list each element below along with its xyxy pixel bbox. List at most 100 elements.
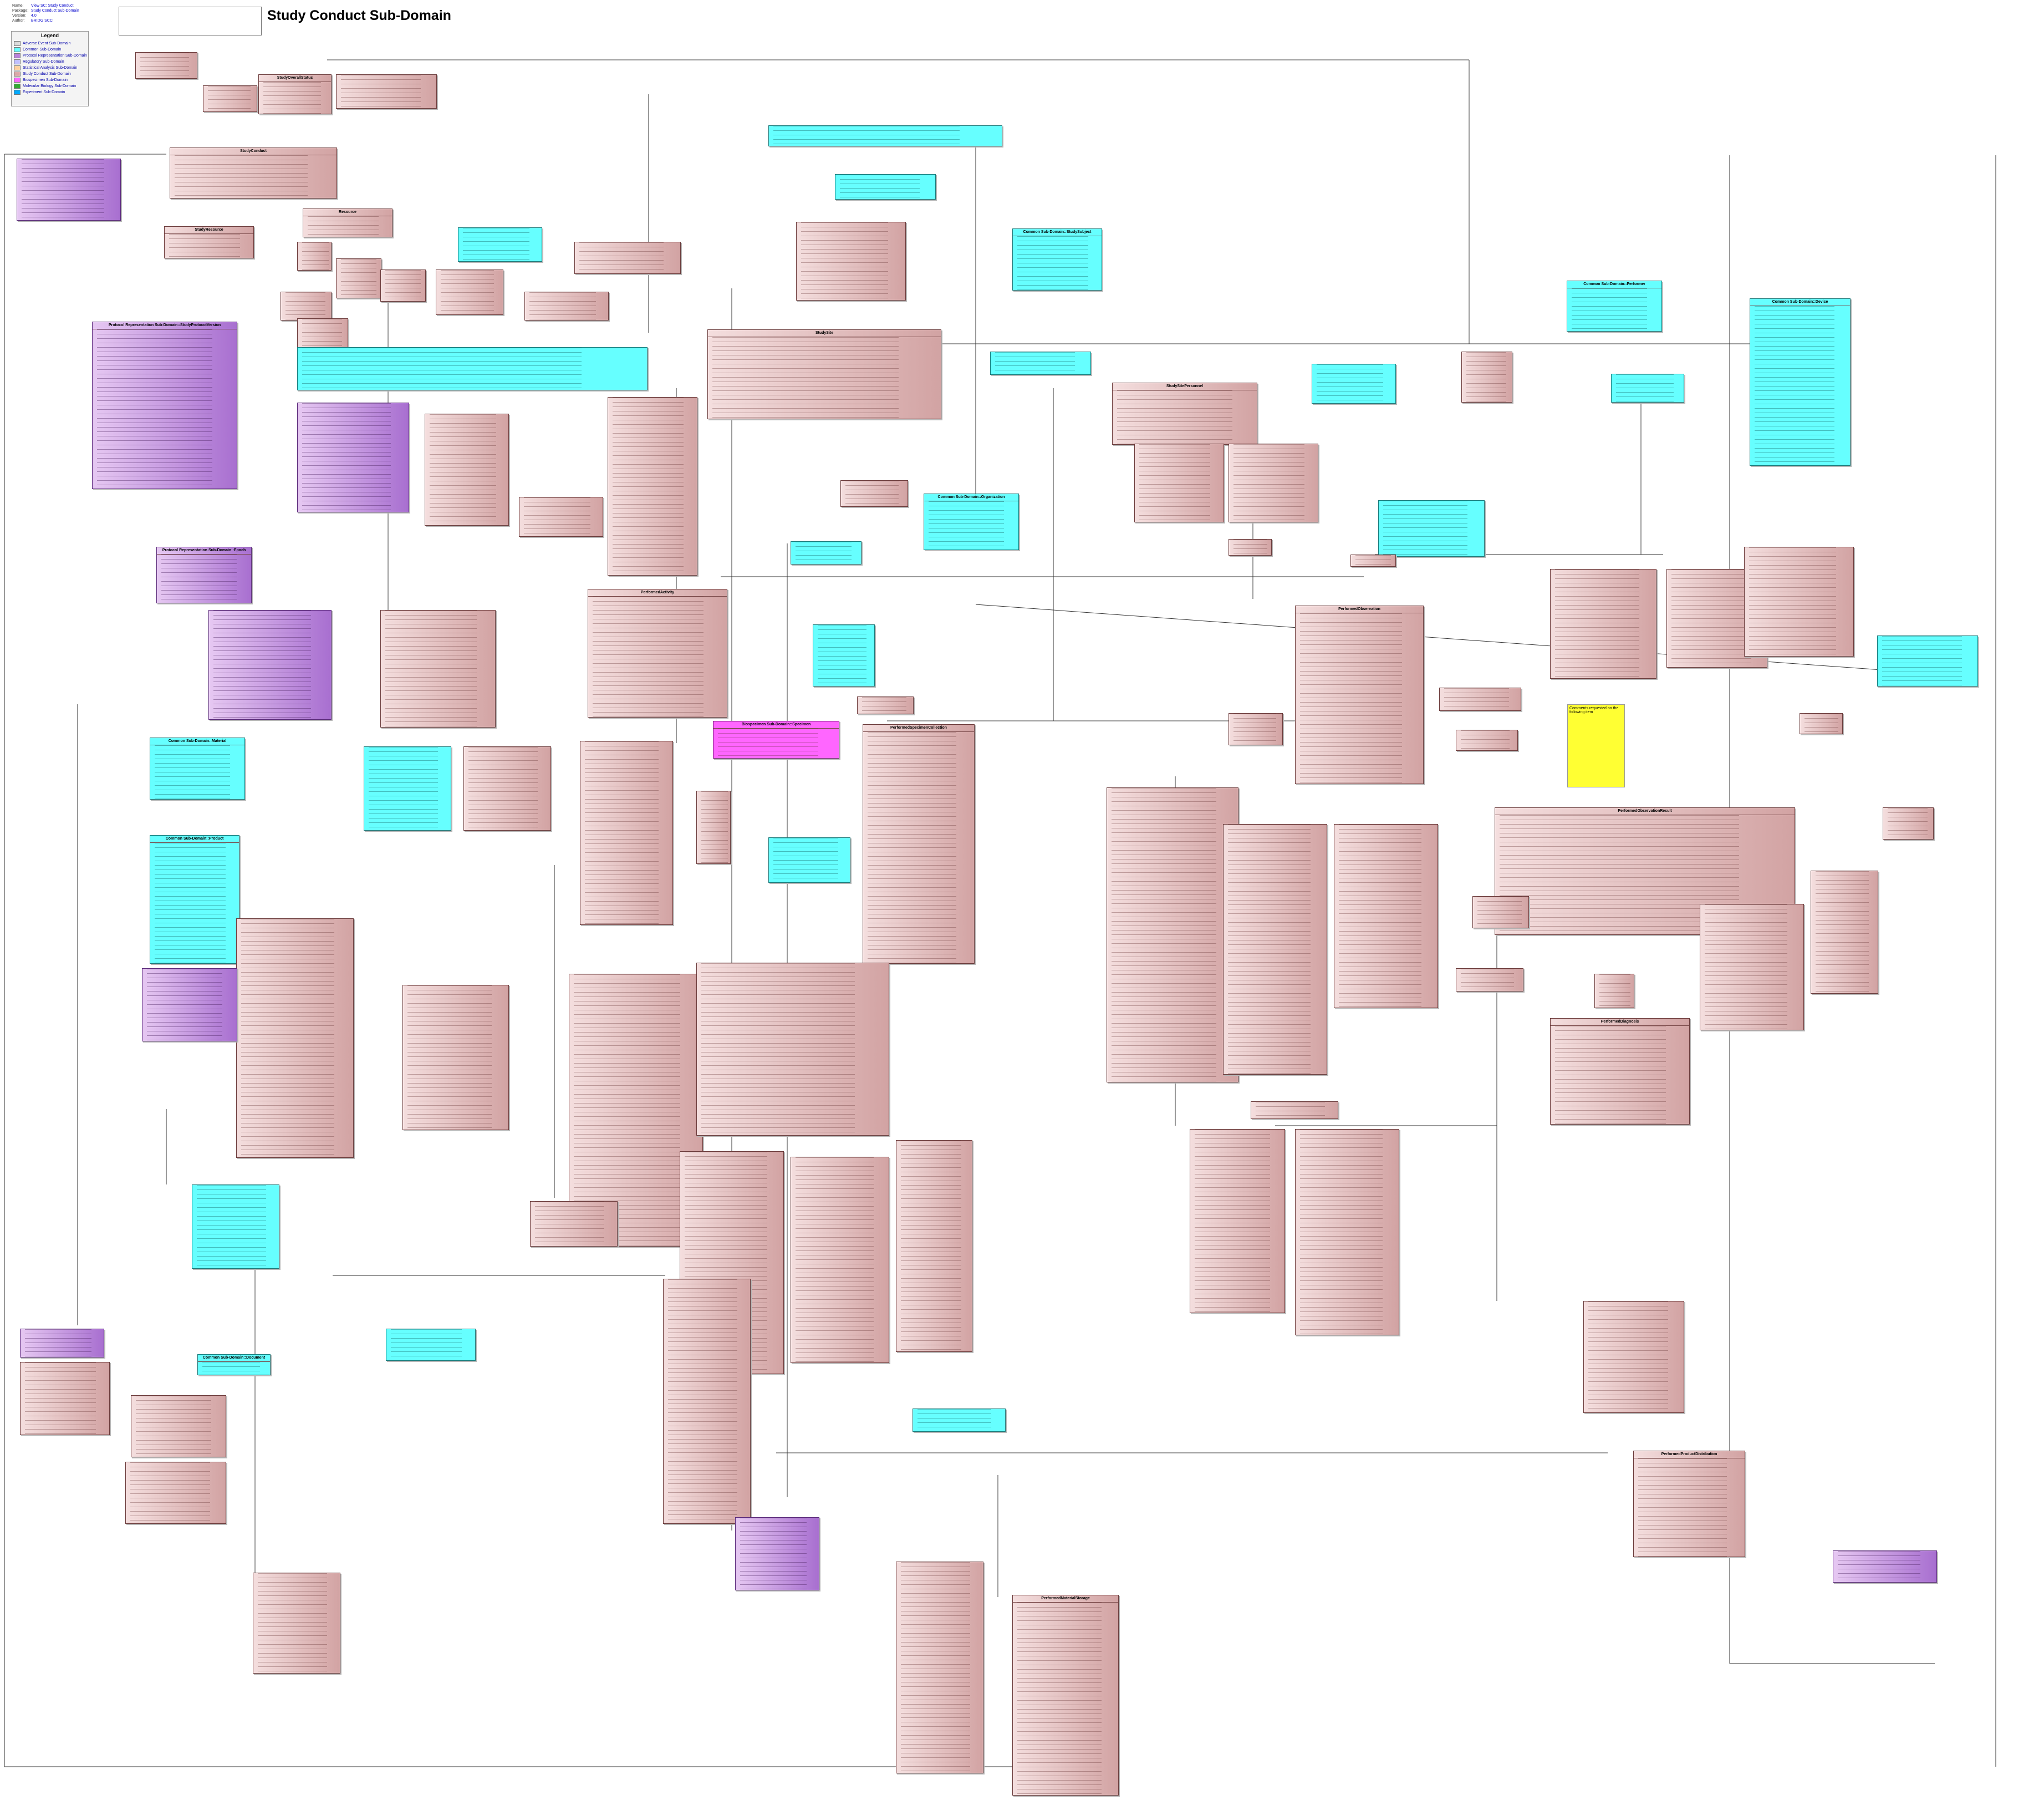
- class-box[interactable]: [253, 1573, 340, 1674]
- class-study-site-personnel[interactable]: StudySitePersonnel: [1112, 383, 1257, 445]
- class-box[interactable]: [192, 1184, 279, 1269]
- class-box[interactable]: [1350, 555, 1396, 567]
- class-box[interactable]: [1229, 539, 1272, 556]
- class-box[interactable]: [840, 480, 908, 507]
- class-box[interactable]: [696, 963, 889, 1136]
- class-study-protocol-version[interactable]: Protocol Representation Sub-Domain::Stud…: [92, 322, 237, 489]
- class-box[interactable]: [1107, 787, 1238, 1082]
- class-box[interactable]: [1229, 713, 1283, 745]
- class-box[interactable]: [735, 1517, 819, 1590]
- class-box[interactable]: [813, 624, 875, 687]
- class-box[interactable]: [17, 159, 121, 221]
- class-box[interactable]: [1134, 444, 1224, 522]
- class-box[interactable]: [208, 610, 332, 720]
- class-box[interactable]: [1378, 500, 1485, 557]
- class-box[interactable]: [364, 746, 451, 831]
- class-box[interactable]: [574, 242, 681, 274]
- class-box[interactable]: [1594, 974, 1634, 1008]
- class-study-overall-status[interactable]: StudyOverallStatus: [258, 74, 332, 114]
- class-box[interactable]: [1833, 1550, 1937, 1583]
- class-box[interactable]: [380, 270, 426, 302]
- class-box[interactable]: [20, 1362, 110, 1435]
- class-box[interactable]: [236, 918, 354, 1158]
- class-box[interactable]: [835, 174, 936, 200]
- class-box[interactable]: [1877, 635, 1978, 687]
- class-box[interactable]: [131, 1395, 226, 1457]
- class-box[interactable]: [1456, 730, 1518, 751]
- class-box[interactable]: [519, 497, 603, 537]
- class-box[interactable]: [402, 985, 509, 1130]
- class-box[interactable]: [1223, 824, 1327, 1075]
- class-box[interactable]: [791, 1157, 889, 1363]
- class-box[interactable]: [524, 292, 609, 321]
- class-box[interactable]: [768, 125, 1002, 146]
- class-box[interactable]: [990, 352, 1091, 375]
- class-study-site[interactable]: StudySite: [707, 329, 941, 419]
- class-document[interactable]: Common Sub-Domain::Document: [197, 1354, 271, 1375]
- class-box[interactable]: [1811, 871, 1878, 994]
- class-box[interactable]: [142, 968, 237, 1041]
- class-study-subject[interactable]: Common Sub-Domain::StudySubject: [1012, 228, 1102, 291]
- class-box[interactable]: [1295, 1129, 1399, 1335]
- class-box[interactable]: [125, 1462, 226, 1524]
- class-performed-specimen-collection[interactable]: PerformedSpecimenCollection: [863, 724, 975, 964]
- class-box[interactable]: [1312, 364, 1396, 404]
- class-box[interactable]: [1744, 547, 1854, 657]
- class-box[interactable]: [768, 837, 850, 883]
- class-performed-diagnosis[interactable]: PerformedDiagnosis: [1550, 1018, 1690, 1125]
- class-performed-product-distribution[interactable]: PerformedProductDistribution: [1633, 1451, 1745, 1557]
- class-box[interactable]: [857, 696, 914, 714]
- class-box[interactable]: [696, 791, 731, 864]
- class-box[interactable]: [1334, 824, 1438, 1008]
- class-performed-material-storage[interactable]: PerformedMaterialStorage: [1012, 1595, 1119, 1796]
- class-box[interactable]: [297, 347, 648, 390]
- class-device[interactable]: Common Sub-Domain::Device: [1750, 298, 1851, 466]
- class-box[interactable]: [463, 746, 551, 831]
- class-box[interactable]: [663, 1279, 751, 1524]
- class-box[interactable]: [380, 610, 496, 728]
- class-specimen[interactable]: Biospecimen Sub-Domain::Specimen: [713, 721, 839, 759]
- class-box[interactable]: [1456, 968, 1523, 991]
- class-box[interactable]: [1800, 713, 1843, 734]
- class-box[interactable]: [1229, 444, 1318, 522]
- class-box[interactable]: [1883, 807, 1934, 840]
- class-box[interactable]: [530, 1201, 618, 1247]
- class-box[interactable]: [1461, 352, 1512, 403]
- class-box[interactable]: [425, 414, 509, 526]
- class-box[interactable]: [1550, 569, 1656, 679]
- class-epoch[interactable]: Protocol Representation Sub-Domain::Epoc…: [156, 547, 252, 603]
- class-box[interactable]: [386, 1329, 476, 1361]
- class-box[interactable]: [1472, 896, 1529, 928]
- class-box[interactable]: [580, 741, 673, 925]
- class-study-resource[interactable]: StudyResource: [164, 226, 254, 258]
- class-organization[interactable]: Common Sub-Domain::Organization: [924, 494, 1019, 550]
- class-product[interactable]: Common Sub-Domain::Product: [150, 835, 239, 964]
- class-performed-activity[interactable]: PerformedActivity: [588, 589, 727, 718]
- class-material[interactable]: Common Sub-Domain::Material: [150, 738, 245, 800]
- class-performed-observation[interactable]: PerformedObservation: [1295, 606, 1424, 784]
- class-box[interactable]: [608, 397, 697, 576]
- class-box[interactable]: [791, 541, 862, 565]
- class-box[interactable]: [896, 1562, 983, 1773]
- class-resource[interactable]: Resource: [303, 209, 393, 237]
- class-box[interactable]: [297, 403, 409, 512]
- class-study-conduct[interactable]: StudyConduct: [170, 148, 337, 199]
- class-box[interactable]: [436, 270, 503, 315]
- class-box[interactable]: [1611, 374, 1684, 403]
- class-box[interactable]: [1439, 688, 1521, 711]
- class-box[interactable]: [458, 227, 542, 262]
- class-performer[interactable]: Common Sub-Domain::Performer: [1567, 281, 1662, 332]
- class-box[interactable]: [20, 1329, 104, 1357]
- class-box[interactable]: [203, 85, 257, 112]
- class-box[interactable]: [135, 52, 197, 79]
- class-box[interactable]: [336, 74, 437, 109]
- class-box[interactable]: [913, 1409, 1006, 1432]
- class-box[interactable]: [336, 258, 381, 298]
- class-box[interactable]: [796, 222, 906, 301]
- class-box[interactable]: [1251, 1101, 1338, 1119]
- class-box[interactable]: [1583, 1301, 1684, 1413]
- class-box[interactable]: [1190, 1129, 1285, 1313]
- class-box[interactable]: [1700, 904, 1804, 1030]
- class-box[interactable]: [896, 1140, 972, 1352]
- class-box[interactable]: [281, 292, 332, 321]
